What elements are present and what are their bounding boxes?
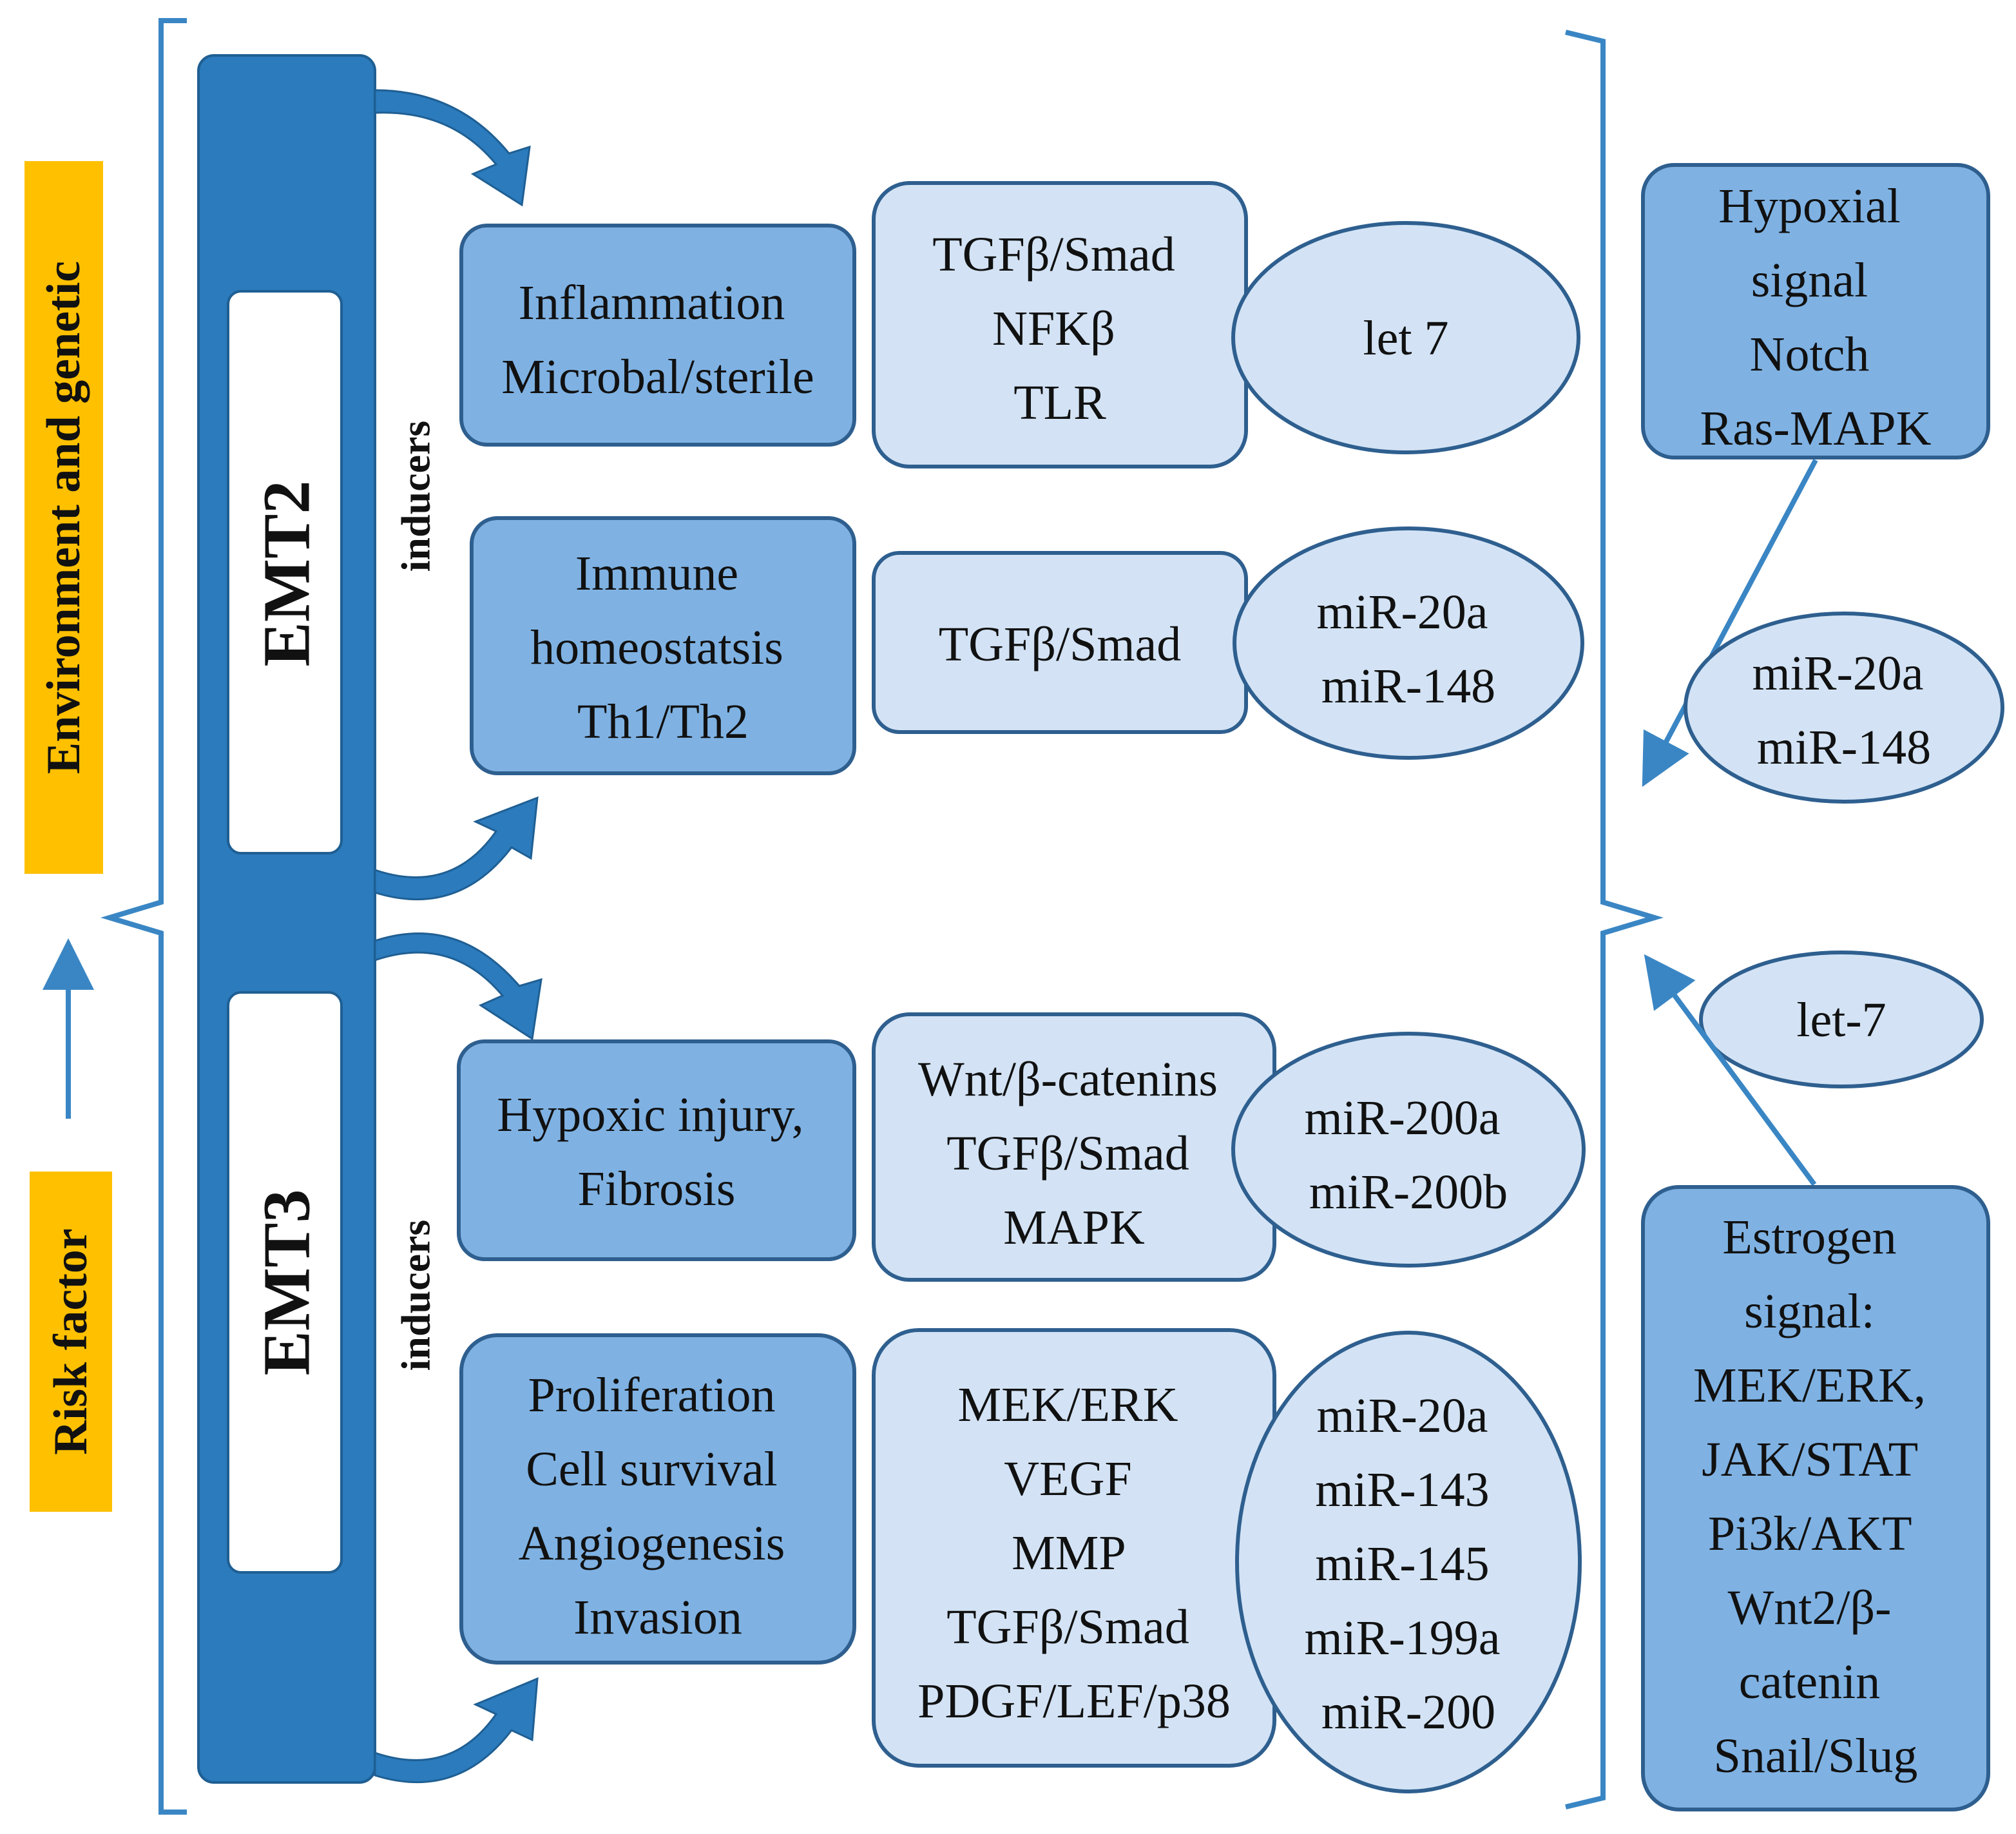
estrogen-line: catenin [1739,1655,1880,1709]
inducer-line: Microbal/sterile [501,350,814,404]
inducer-line: Fibrosis [578,1162,736,1216]
emt3-inducers-label: inducers [393,1220,439,1371]
svg-text:TGFβ/Smad: TGFβ/Smad [939,617,1181,671]
mirna-line: miR-200 [1321,1685,1495,1739]
mirna-line: miR-20a [1752,646,1924,700]
svg-text:Estrogen signal: M: Estrogen signal: MEK/ERK, JAK/STAT Pi3k/… [1693,1210,1938,1783]
mirna-line: miR-148 [1321,659,1495,713]
mirna-ellipse-proliferation: miR-20a miR-143 miR-145 miR-199a miR-200 [1235,1331,1582,1793]
inducer-line: Hypoxic injury, [497,1088,803,1142]
inducer-line: Inflammation [519,276,785,330]
pathway-line: Wnt/β-catenins [918,1052,1218,1106]
estrogen-line: signal: [1744,1284,1875,1338]
pathway-line: TGFβ/Smad [939,617,1181,671]
pathway-line: TGFβ/Smad [932,227,1175,282]
svg-text:Proliferation Cell survi: Proliferation Cell survival Angiogenesis… [519,1368,798,1645]
estrogen-line: Wnt2/β- [1728,1581,1892,1635]
pathway-line: NFKβ [992,302,1115,356]
estrogen-signal-box: Estrogen signal: MEK/ERK, JAK/STAT Pi3k/… [1641,1185,1990,1811]
svg-text:miR-20a miR-148: miR-20a miR-148 [1752,646,1936,775]
pathway-line: TLR [1013,376,1106,430]
mirna-line: miR-143 [1315,1463,1489,1517]
pathway-box-inflammation: TGFβ/Smad NFKβ TLR [872,181,1248,468]
svg-text:Inflammation Microbal/st: Inflammation Microbal/sterile [501,276,814,404]
mirna-line: let-7 [1796,993,1886,1047]
inducer-line: Proliferation [528,1368,775,1422]
mirna-ellipse-right-lower: let-7 [1699,951,1984,1088]
svg-text:miR-200a miR-200b: miR-200a miR-200b [1305,1091,1513,1219]
pathway-line: MMP [1012,1526,1124,1580]
svg-text:Wnt/β-catenins TGFβ/Smad: Wnt/β-catenins TGFβ/Smad MAPK [918,1052,1230,1255]
estrogen-line: Snail/Slug [1714,1729,1918,1783]
mirna-line: miR-199a [1305,1611,1501,1665]
mirna-ellipse-right-upper: miR-20a miR-148 [1684,612,2004,804]
mirna-line: miR-20a [1317,585,1488,639]
curved-arrow-emt2-top [374,89,531,207]
svg-text:miR-20a miR-148: miR-20a miR-148 [1317,585,1501,713]
estrogen-to-bracket-arrow [1644,954,1817,1186]
mirna-line: let 7 [1363,311,1449,365]
svg-text:Immune homeostatsis: Immune homeostatsis Th1/Th2 [530,546,796,749]
mirna-ellipse-hypoxic: miR-200a miR-200b [1231,1032,1586,1268]
right-bracket [1565,30,1664,1810]
pathway-box-proliferation: MEK/ERK VEGF MMP TGFβ/Smad PDGF/LEF/p38 [872,1328,1276,1768]
pathway-line: MAPK [1003,1201,1145,1255]
hypoxia-to-bracket-arrow [1642,459,1818,787]
inducer-line: Cell survival [526,1442,778,1496]
svg-text:TGFβ/Smad NFKβ TLR: TGFβ/Smad NFKβ TLR [932,227,1187,430]
pathway-box-immune: TGFβ/Smad [872,551,1248,734]
emt2-inducers-label: inducers [393,421,439,572]
emt3-box: EMT3 [227,991,343,1574]
risk-factor-label: Risk factor [30,1172,112,1512]
mirna-line: miR-145 [1315,1537,1489,1591]
mirna-line: miR-20a [1317,1389,1488,1443]
svg-text:let 7: let 7 [1363,311,1449,365]
pathway-line: TGFβ/Smad [946,1600,1189,1654]
mirna-line: miR-200a [1305,1091,1501,1145]
emt3-label: EMT3 [250,1190,324,1376]
inducer-line: homeostatsis [530,621,783,675]
svg-text:let-7: let-7 [1796,993,1886,1047]
inducer-line: Th1/Th2 [577,695,749,749]
hypoxia-line: signal [1751,253,1868,307]
inducer-box-immune: Immune homeostatsis Th1/Th2 [470,516,856,775]
svg-text:MEK/ERK VEGF MMP: MEK/ERK VEGF MMP TGFβ/Smad PDGF/LEF/p38 [917,1378,1231,1728]
inducer-line: Immune [575,546,738,601]
mirna-line: miR-200b [1309,1165,1508,1219]
mirna-line: miR-148 [1757,720,1931,775]
hypoxia-line: Notch [1750,327,1870,381]
curved-arrow-emt3-top [374,932,542,1041]
emt2-box: EMT2 [227,290,343,854]
pathway-line: MEK/ERK [958,1378,1178,1432]
mirna-ellipse-let7: let 7 [1231,221,1580,454]
pathway-line: PDGF/LEF/p38 [917,1674,1231,1728]
inducer-line: Angiogenesis [519,1516,785,1570]
estrogen-line: JAK/STAT [1702,1433,1918,1487]
left-bracket [101,18,187,1815]
hypoxia-line: Ras-MAPK [1700,401,1932,456]
curved-arrow-emt3-bottom [374,1677,539,1784]
environment-genetic-label: Environment and genetic [24,161,103,874]
inducer-box-hypoxic: Hypoxic injury, Fibrosis [457,1039,856,1261]
inducer-box-proliferation: Proliferation Cell survival Angiogenesis… [459,1333,856,1665]
curved-arrow-emt2-bottom [374,796,539,901]
pathway-line: VEGF [1004,1452,1131,1506]
emt2-label: EMT2 [250,481,324,667]
svg-text:Hypoxial signal No: Hypoxial signal Notch Ras-MAPK [1700,179,1932,456]
environment-genetic-text: Environment and genetic [37,261,90,774]
estrogen-line: Pi3k/AKT [1708,1507,1912,1561]
hypoxia-signal-box: Hypoxial signal Notch Ras-MAPK [1641,163,1990,459]
hypoxia-line: Hypoxial [1718,179,1901,233]
svg-text:Hypoxic injury, Fibrosis: Hypoxic injury, Fibrosis [497,1088,816,1216]
inducer-box-inflammation: Inflammation Microbal/sterile [459,224,856,447]
pathway-box-hypoxic: Wnt/β-catenins TGFβ/Smad MAPK [872,1012,1276,1282]
estrogen-line: Estrogen [1722,1210,1896,1264]
pathway-line: TGFβ/Smad [946,1126,1189,1181]
inducer-line: Invasion [573,1590,742,1645]
mirna-ellipse-immune: miR-20a miR-148 [1233,526,1584,760]
risk-factor-text: Risk factor [44,1228,97,1454]
svg-text:miR-20a miR-143 mi: miR-20a miR-143 miR-145 miR-199a miR-200 [1305,1389,1513,1739]
estrogen-line: MEK/ERK, [1693,1358,1926,1413]
